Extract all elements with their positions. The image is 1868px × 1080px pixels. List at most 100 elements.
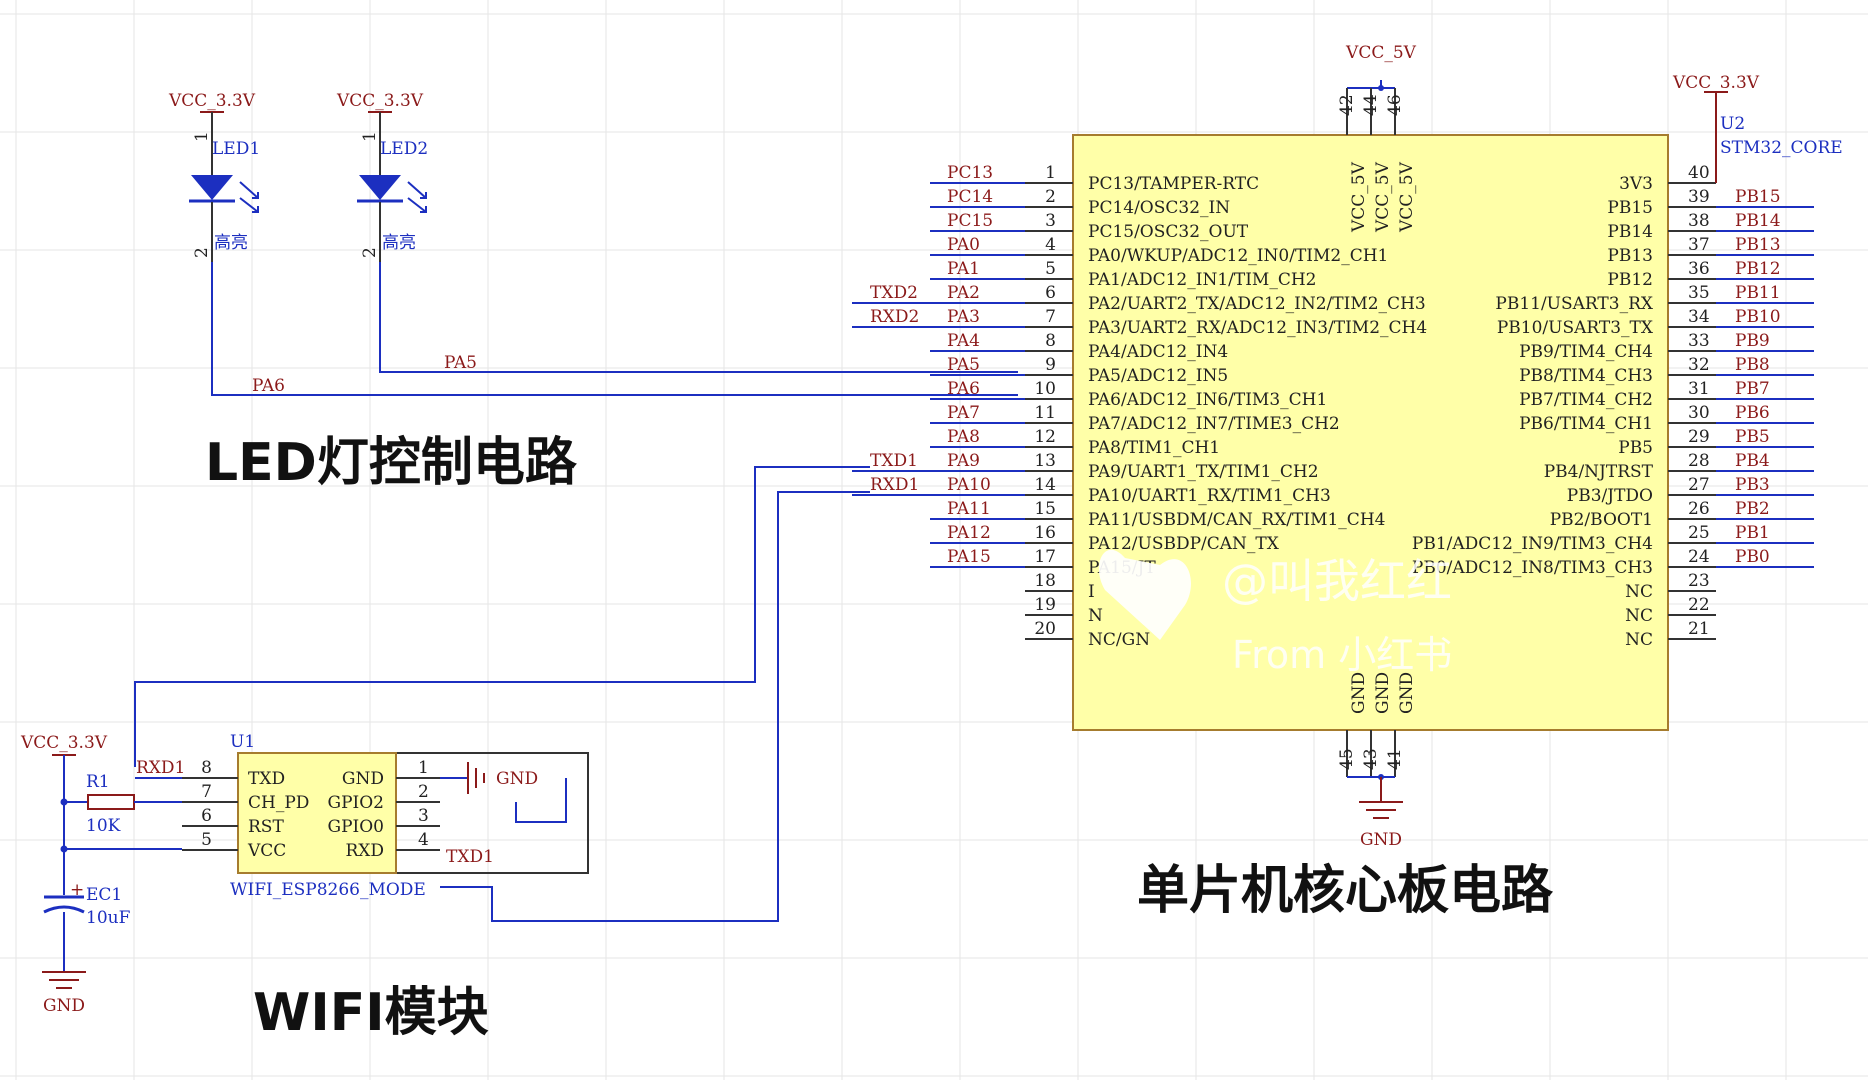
net-label: PA1	[947, 259, 980, 279]
watermark: @叫我红红 From 小红书	[1098, 549, 1452, 677]
ec1-plus: +	[70, 880, 84, 900]
u2-pin-name: PA12/USBDP/CAN_TX	[1088, 534, 1280, 554]
title-mcu-circuit: 单片机核心板电路	[1137, 861, 1554, 921]
u2-pin-name: PA7/ADC12_IN7/TIME3_CH2	[1088, 414, 1340, 434]
u2-pin-number: 22	[1688, 595, 1710, 615]
led2-desc: 高亮	[382, 233, 416, 253]
u2-top-pin-name: VCC_5V	[1349, 161, 1369, 233]
u2-pin-number: 15	[1034, 499, 1056, 519]
title-wifi-module: WIFI模块	[253, 983, 489, 1043]
u2-top-pin-num: 46	[1385, 94, 1405, 116]
u2-pin-number: 30	[1688, 403, 1710, 423]
u2-pin-name: NC	[1625, 582, 1653, 602]
u2-pin-name: PA5/ADC12_IN5	[1088, 366, 1228, 386]
u2-bottom-pin-num: 43	[1361, 748, 1381, 770]
led1-icon	[189, 175, 259, 213]
u2-pin-number: 21	[1688, 619, 1710, 639]
u2-pin-name: PA3/UART2_RX/ADC12_IN3/TIM2_CH4	[1088, 318, 1427, 338]
u2-body	[1072, 134, 1669, 731]
u2-top-pin-name: VCC_5V	[1373, 161, 1393, 233]
u2-pin-number: 32	[1688, 355, 1710, 375]
u1-pin-number: 6	[201, 806, 212, 826]
r1-value: 10K	[86, 816, 121, 836]
u2-pin-number: 26	[1688, 499, 1710, 519]
u2-pin-name: PA9/UART1_TX/TIM1_CH2	[1088, 462, 1319, 482]
r1-icon	[87, 794, 135, 810]
led1-vcc-label: VCC_3.3V	[168, 91, 256, 111]
u2-pin-number: 33	[1688, 331, 1710, 351]
net-label: PB13	[1735, 235, 1781, 255]
u2-bottom-pin-num: 41	[1385, 748, 1405, 770]
u2-pin-number: 28	[1688, 451, 1710, 471]
u1-name: WIFI_ESP8266_MODE	[230, 880, 426, 900]
watermark-handle: @叫我红红	[1222, 554, 1452, 608]
net-label: PB12	[1735, 259, 1781, 279]
net-label: RXD1	[136, 758, 185, 778]
net-label: TXD1	[446, 847, 494, 867]
net-label: PB1	[1735, 523, 1770, 543]
u2-pin-name: I	[1088, 582, 1095, 602]
u2-pin-name: PB3/JTDO	[1567, 486, 1653, 506]
u2-pin-number: 23	[1688, 571, 1710, 591]
u1-wifi-esp8266[interactable]: 8TXDRXD17CH_PD6RST5VCC1GND2GPIO23GPIO04R…	[135, 732, 589, 900]
u2-pin-number: 12	[1034, 427, 1056, 447]
u2-pin-name: PA6/ADC12_IN6/TIM3_CH1	[1088, 390, 1327, 410]
u2-pin-name: PB15	[1607, 198, 1653, 218]
u2-pin-number: 17	[1034, 547, 1056, 567]
gnd-left-label: GND	[43, 996, 85, 1016]
u1-pin-name: GND	[342, 769, 384, 789]
u2-pin-number: 29	[1688, 427, 1710, 447]
wire-txd1	[440, 491, 870, 922]
u2-top-pin-num: 42	[1337, 94, 1357, 116]
u2-stm32-core[interactable]: 1PC13/TAMPER-RTCPC132PC14/OSC32_INPC143P…	[852, 43, 1843, 850]
u2-bottom-pin-name: GND	[1349, 672, 1369, 714]
u2-left-pins: 1PC13/TAMPER-RTCPC132PC14/OSC32_INPC143P…	[852, 163, 1427, 650]
u2-pin-number: 36	[1688, 259, 1710, 279]
led1-pin1: 1	[192, 131, 212, 142]
net-label: PA10	[947, 475, 991, 495]
u2-pin-name: 3V3	[1619, 174, 1653, 194]
net-label: PB0	[1735, 547, 1770, 567]
vcc33-core-label: VCC_3.3V	[1672, 73, 1760, 93]
u1-pin-name: GPIO0	[328, 817, 385, 837]
u2-pin-number: 31	[1688, 379, 1710, 399]
u2-pin-number: 6	[1045, 283, 1056, 303]
u2-right-pins: 403V339PB15PB1538PB14PB1437PB13PB1336PB1…	[1412, 163, 1814, 650]
u1-ref: U1	[230, 732, 255, 752]
net-label: PA0	[947, 235, 980, 255]
net-label: PA9	[947, 451, 980, 471]
u1-pin-number: 3	[418, 806, 429, 826]
net-label: PB10	[1735, 307, 1781, 327]
net-label: PA5	[947, 355, 980, 375]
u2-top-pin-num: 44	[1361, 94, 1381, 116]
net-label: TXD1	[870, 451, 918, 471]
u1-pin-number: 1	[418, 758, 429, 778]
wire-pa5	[379, 262, 1018, 373]
net-label: RXD2	[870, 307, 919, 327]
u1-pin-name: RXD	[345, 841, 384, 861]
u2-pin-name: N	[1088, 606, 1103, 626]
u2-pin-number: 1	[1045, 163, 1056, 183]
net-pa5-label: PA5	[444, 353, 477, 373]
u2-pin-name: PB1/ADC12_IN9/TIM3_CH4	[1412, 534, 1653, 554]
u2-pin-number: 37	[1688, 235, 1710, 255]
net-label: RXD1	[870, 475, 919, 495]
u2-bottom-pin-name: GND	[1397, 672, 1417, 714]
u2-pin-number: 5	[1045, 259, 1056, 279]
u2-pin-number: 19	[1034, 595, 1056, 615]
u2-pin-name: NC	[1625, 606, 1653, 626]
u2-pin-number: 13	[1034, 451, 1056, 471]
heart-icon	[1098, 549, 1191, 640]
net-label: PB6	[1735, 403, 1770, 423]
u2-pin-name: PA2/UART2_TX/ADC12_IN2/TIM2_CH3	[1088, 294, 1426, 314]
u2-pin-name: PA1/ADC12_IN1/TIM_CH2	[1088, 270, 1317, 290]
u2-pin-number: 34	[1688, 307, 1710, 327]
u2-pin-name: PA10/UART1_RX/TIM1_CH3	[1088, 486, 1331, 506]
u2-pin-name: PB13	[1607, 246, 1653, 266]
led2-icon	[357, 175, 427, 213]
u2-name: STM32_CORE	[1720, 138, 1843, 158]
u2-pin-name: PB14	[1607, 222, 1653, 242]
led1-name: LED1	[212, 139, 260, 159]
u1-pin-name: CH_PD	[248, 793, 309, 813]
net-label: PB8	[1735, 355, 1770, 375]
